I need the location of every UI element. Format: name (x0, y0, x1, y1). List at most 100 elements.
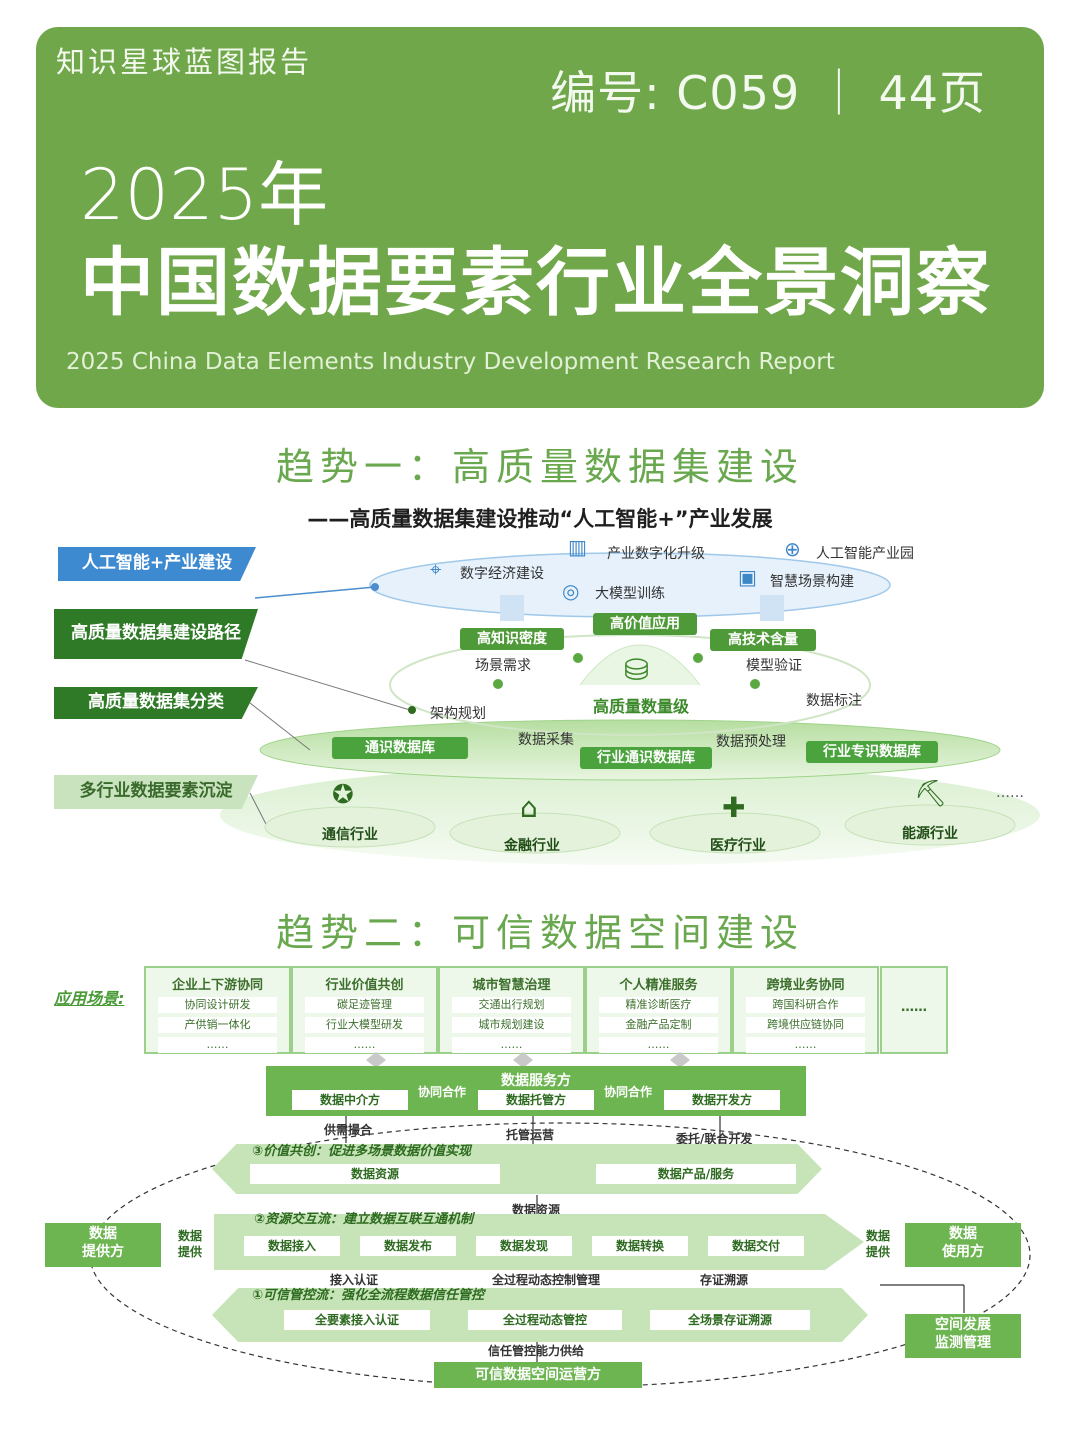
top-item-digital-economy: 数字经济建设 (460, 566, 544, 582)
layer3-data-product: 数据产品/服务 (596, 1164, 796, 1184)
coop-right: 协同合作 (604, 1085, 653, 1099)
industry-medical: 医疗行业 (710, 838, 766, 854)
scene-row: …… (305, 1037, 424, 1053)
scene-row: …… (158, 1037, 277, 1053)
scene-row: 金融产品定制 (599, 1017, 718, 1033)
path-collection: 数据采集 (518, 732, 574, 748)
center-label: 高质量数量级 (593, 697, 690, 716)
arrow-trust-supply: 信任管控能力供给 (488, 1344, 585, 1358)
scene-card-more: …… (880, 966, 948, 1054)
scene-row: 碳足迹管理 (305, 997, 424, 1013)
industry-energy: 能源行业 (902, 826, 958, 842)
screen-icon: ▣ (738, 565, 757, 589)
industry-finance: 金融行业 (504, 838, 560, 854)
arrow-data-resource: 数据资源 (512, 1203, 561, 1217)
medical-icon: ✚ (722, 791, 746, 824)
path-scene-demand: 场景需求 (475, 658, 531, 674)
scene-card-crossborder: 跨境业务协同 跨国科研合作 跨境供应链协同 …… (732, 966, 879, 1054)
side-label-multi: 多行业数据要素沉淀 (54, 775, 258, 809)
top-item-smart-scene: 智慧场景构建 (770, 574, 854, 590)
globe-icon: ⊕ (784, 537, 801, 561)
report-title: 中国数据要素行业全景洞察 (80, 240, 992, 326)
layer2-step-discover: 数据发现 (476, 1236, 572, 1256)
layer2-step-deliver: 数据交付 (708, 1236, 804, 1256)
scene-head: 城市智慧治理 (472, 978, 551, 993)
scene-row: 跨境供应链协同 (746, 1017, 865, 1033)
report-year: 2025年 (80, 154, 329, 236)
scene-head: 个人精准服务 (619, 978, 698, 993)
layer1-step-auth: 全要素接入认证 (284, 1310, 430, 1330)
trend1-diagram-shapes (220, 552, 1040, 865)
layer3-data-resource: 数据资源 (250, 1164, 500, 1184)
data-provider: 数据 提供方 (45, 1223, 161, 1267)
arrow-access-auth: 接入认证 (330, 1273, 379, 1287)
space-operator: 可信数据空间运营方 (434, 1362, 642, 1388)
layer2-title: ②资源交互流：建立数据互联互通机制 (254, 1212, 474, 1227)
scene-row: 协同设计研发 (158, 997, 277, 1013)
scene-row: 交通出行规划 (452, 997, 571, 1013)
layer1-step-trace: 全场景存证溯源 (650, 1310, 810, 1330)
scene-row: 产供销一体化 (158, 1017, 277, 1033)
scene-row: …… (599, 1037, 718, 1053)
industry-telecom: 通信行业 (322, 827, 378, 843)
side-label-path: 高质量数据集建设路径 (54, 609, 258, 659)
arrow-custody: 托管运营 (506, 1128, 555, 1142)
scene-head: 企业上下游协同 (171, 978, 263, 993)
scene-card-enterprise: 企业上下游协同 协同设计研发 产供销一体化 …… (144, 966, 291, 1054)
report-subtitle: 2025 China Data Elements Industry Develo… (66, 349, 835, 375)
report-code: 编号: C059 ｜ 44页 (550, 66, 986, 120)
factory-icon: ▥ (568, 535, 587, 559)
layer1-title: ①可信管控流：强化全流程数据信任管控 (252, 1288, 485, 1303)
data-consumer: 数据 使用方 (905, 1223, 1021, 1267)
satellite-icon: ✪ (332, 780, 354, 810)
service-developer: 数据开发方 (664, 1090, 780, 1110)
space-monitor: 空间发展 监测管理 (905, 1314, 1021, 1358)
side-label-ai: 人工智能+产业建设 (58, 547, 256, 581)
scene-head: 跨境业务协同 (766, 978, 845, 993)
db-industry-general: 行业通识数据库 (580, 747, 712, 769)
coop-left: 协同合作 (418, 1085, 467, 1099)
scene-card-city: 城市智慧治理 交通出行规划 城市规划建设 …… (438, 966, 585, 1054)
service-custodian: 数据托管方 (478, 1090, 594, 1110)
trend1-title: 趋势一：高质量数据集建设 (275, 445, 804, 489)
scene-row: 精准诊断医疗 (599, 997, 718, 1013)
layer3-title: ③价值共创：促进多场景数据价值实现 (252, 1144, 472, 1159)
header-banner: 知识星球蓝图报告 编号: C059 ｜ 44页 2025年 中国数据要素行业全景… (36, 27, 1044, 408)
scene-row: …… (746, 1037, 865, 1053)
layer2-step-convert: 数据转换 (592, 1236, 688, 1256)
layer1-step-control: 全过程动态管控 (468, 1310, 622, 1330)
scene-row: 城市规划建设 (452, 1017, 571, 1033)
app-scene-label: 应用场景: (54, 989, 125, 1008)
service-title: 数据服务方 (501, 1073, 571, 1089)
arrow-traceability: 存证溯源 (700, 1273, 749, 1287)
bank-icon: ⌂ (520, 791, 538, 824)
layer2-step-access: 数据接入 (244, 1236, 340, 1256)
service-intermediary: 数据中介方 (292, 1090, 408, 1110)
arrow-supply-match: 供需撮合 (324, 1123, 373, 1137)
location-icon: ⌖ (430, 557, 442, 581)
database-icon: ⛁ (624, 653, 650, 688)
top-item-ai-park: 人工智能产业园 (816, 546, 914, 562)
data-provide-label: 数据 提供 (178, 1229, 203, 1259)
trend1-subtitle: ——高质量数据集建设推动“人工智能+”产业发展 (307, 507, 773, 531)
pill-high-tech: 高技术含量 (710, 629, 816, 651)
pill-high-value: 高价值应用 (593, 613, 697, 635)
arrow-dynamic-control: 全过程动态控制管理 (492, 1273, 601, 1287)
top-item-model-training: 大模型训练 (595, 586, 665, 602)
data-consume-label: 数据 提供 (866, 1229, 891, 1259)
industry-more: …… (996, 785, 1024, 801)
scene-row: 跨国科研合作 (746, 997, 865, 1013)
scene-card-personal: 个人精准服务 精准诊断医疗 金融产品定制 …… (585, 966, 732, 1054)
brand-label: 知识星球蓝图报告 (56, 45, 313, 79)
side-label-class: 高质量数据集分类 (54, 687, 258, 719)
path-model-verify: 模型验证 (746, 658, 802, 674)
trend2-title: 趋势二：可信数据空间建设 (275, 911, 804, 955)
path-preprocess: 数据预处理 (716, 734, 786, 750)
scene-row: …… (452, 1037, 571, 1053)
scene-more: …… (901, 1000, 927, 1015)
trend1-diagram: 人工智能+产业建设 高质量数据集建设路径 高质量数据集分类 多行业数据要素沉淀 … (40, 535, 1040, 875)
arrow-commission: 委托/联合开发 (676, 1132, 753, 1146)
path-labeling: 数据标注 (806, 693, 862, 709)
db-industry-special: 行业专识数据库 (806, 741, 938, 763)
db-general: 通识数据库 (332, 737, 468, 759)
